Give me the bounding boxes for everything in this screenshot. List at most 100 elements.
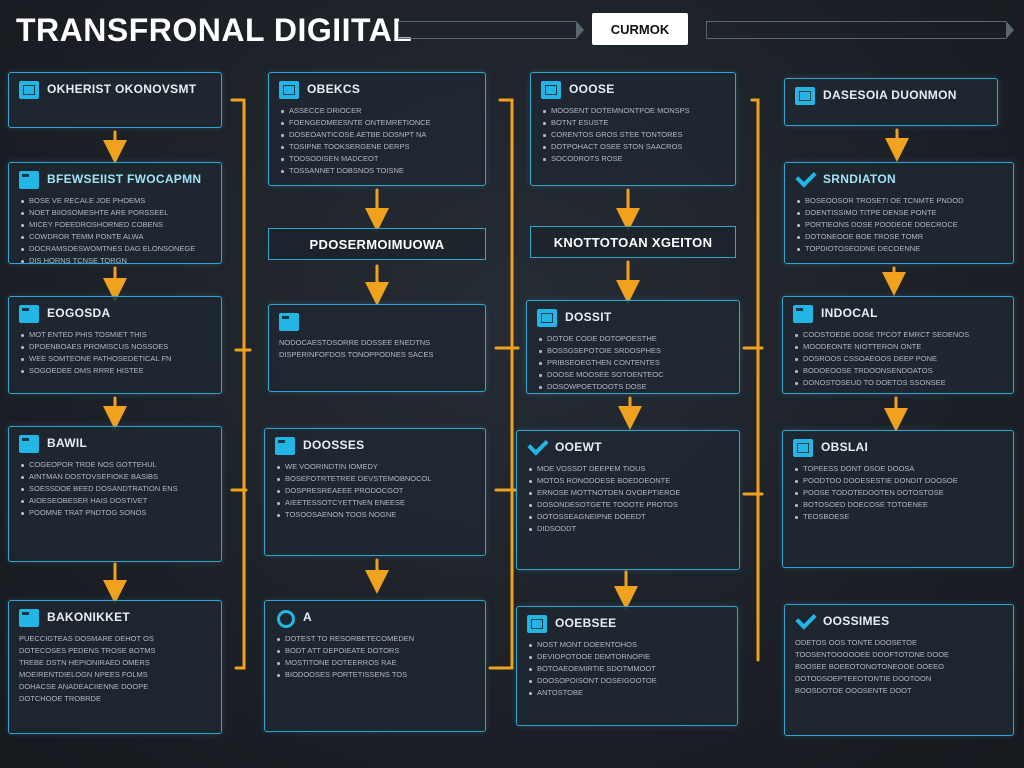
list-item: DISPERINFOFDOS TONOPPODNES SACES: [279, 350, 434, 359]
box-title: DOOSSES: [303, 438, 365, 453]
list-item: MOT ENTED PHIS TOSMIET THIS: [19, 329, 211, 341]
box-title: OOEWT: [555, 440, 602, 455]
list-item: DOSPRESREAEEE PRODOCGOT: [275, 485, 475, 497]
list-item: DOTECOSES PEDENS TROSE BOTMS: [19, 646, 156, 655]
list-item: TOOSENTOOOOOEE DOOFTOTONE DOOE: [795, 650, 950, 659]
col1-box-4[interactable]: BAWIL COGEOPOR TRDE NOS GOTTEHUL AINTMAN…: [8, 426, 222, 562]
folder-icon: [19, 171, 39, 189]
list-item: TOOSODISEN MADCEOT: [279, 153, 475, 165]
list-item: TREBE DSTN HEPIONIRAED OMERS: [19, 658, 150, 667]
list-item: POOSE TODOTEDOOTEN DOTOSTOSE: [793, 487, 1003, 499]
list-item: DONOSTOSEUD TO DOETOS SSONSEE: [793, 377, 1003, 389]
list-item: BOTNT ESUSTE: [541, 117, 725, 129]
folder-icon: [793, 305, 813, 323]
col4-box-3[interactable]: INDOCAL COOSTOEDE DOSE TPCOT EMRCT SEOEN…: [782, 296, 1014, 394]
list-item: DOTPOHACT OSEE STON SAACROS: [541, 141, 725, 153]
list-item: DIS HORNS TCNSE TORGN: [19, 255, 211, 263]
monitor-icon: [793, 439, 813, 457]
col1-box-1[interactable]: OKHERIST OKONOVSMT: [8, 72, 222, 128]
list-item: MOSTITONE DOTEERROS RAE: [275, 657, 475, 669]
list-item: BOOSDOTOE OOOSENTE DOOT: [795, 686, 912, 695]
list-item: BODOEOOSE TRDOONSENDOATOS: [793, 365, 1003, 377]
list-item: DOSONDESOTGETE TOOOTE PROTOS: [527, 499, 729, 511]
box-title: EOGOSDA: [47, 306, 111, 321]
bullet-list: MOE VOSSDT DEEPEM TIOUS MOTOS RONODOESE …: [527, 463, 729, 535]
list-item: PRIBSEOEGTHEN CONTENTES: [537, 357, 729, 369]
list-item: MICEY FOEEDROSHORNED COBENS: [19, 219, 211, 231]
monitor-icon: [527, 615, 547, 633]
col1-box-2[interactable]: BFEWSEIIST FWOCAPMN BOSE VE RECALE JOE P…: [8, 162, 222, 264]
col2-box-1[interactable]: OBEKCS ASSECCE DRIOCER FOENGEOMEESNTE ON…: [268, 72, 486, 186]
list-item: COGEOPOR TRDE NOS GOTTEHUL: [19, 459, 211, 471]
header-connector-left: [398, 21, 584, 39]
folder-icon: [275, 437, 295, 455]
list-item: AINTMAN DOSTOVSEFIOKE BASIBS: [19, 471, 211, 483]
text-list: NODOCAESTOSORRE DOSSEE ENEDTNS DISPERINF…: [279, 337, 475, 361]
box-title: BAKONIKKET: [47, 610, 130, 625]
list-item: CORENTOS GROS STEE TONTORES: [541, 129, 725, 141]
col3-box-3[interactable]: DOSSIT DOTOE CODE DOTOPOESTHE BOSSGSEPOT…: [526, 300, 740, 394]
list-item: NOET BIIOSOMESHTE ARE PORSSEEL: [19, 207, 211, 219]
col4-box-4[interactable]: OBSLAI TOPEESS DONT OSOE DOOSA POODTOO D…: [782, 430, 1014, 568]
list-item: BOSEOOSOR TROSETI OE TCNMTE PNDOD: [795, 195, 1003, 207]
col3-box-4[interactable]: OOEWT MOE VOSSDT DEEPEM TIOUS MOTOS RONO…: [516, 430, 740, 570]
monitor-icon: [541, 81, 561, 99]
col3-box-5[interactable]: OOEBSEE NOST MONT DOEENTOHOS DEVIOPOTOOE…: [516, 606, 738, 726]
list-item: BOSSGSEPOTOIE SRDOSPHES: [537, 345, 729, 357]
list-item: DOOSOPOISONT DOSEIGOOTOE: [527, 675, 727, 687]
col2-box-3[interactable]: NODOCAESTOSORRE DOSSEE ENEDTNS DISPERINF…: [268, 304, 486, 392]
list-item: POOMNE TRAT PNDTOG SONOS: [19, 507, 211, 519]
list-item: NODOCAESTOSORRE DOSSEE ENEDTNS: [279, 338, 431, 347]
col1-box-3[interactable]: EOGOSDA MOT ENTED PHIS TOSMIET THIS DPOE…: [8, 296, 222, 394]
bullet-list: COGEOPOR TRDE NOS GOTTEHUL AINTMAN DOSTO…: [19, 459, 211, 519]
list-item: MOOSENT DOTEMNONTPOE MONSPS: [541, 105, 725, 117]
col3-label-box[interactable]: KNOTTOTOAN XGEITON: [530, 226, 736, 258]
list-item: SOESSDOE BEED DOSANDTRATION ENS: [19, 483, 211, 495]
col4-box-2[interactable]: SRNDIATON BOSEOOSOR TROSETI OE TCNMTE PN…: [784, 162, 1014, 264]
bullet-list: DOTEST TO RESORBETECOMEDEN BODT ATT DEPO…: [275, 633, 475, 681]
col3-box-1[interactable]: OOOSE MOOSENT DOTEMNONTPOE MONSPS BOTNT …: [530, 72, 736, 186]
col1-box-5[interactable]: BAKONIKKET PUECCIGTEAS DOSMARE DEHOT OS …: [8, 600, 222, 734]
list-item: NOST MONT DOEENTOHOS: [527, 639, 727, 651]
folder-icon: [19, 435, 39, 453]
list-item: DOSOWPOETDOOTS DOSE: [537, 381, 729, 393]
bullet-list: NOST MONT DOEENTOHOS DEVIOPOTOOE DEMTORN…: [527, 639, 727, 699]
list-item: TOSOOSAENON TOOS NOGNE: [275, 509, 475, 521]
list-item: TEOSBOESE: [793, 511, 1003, 523]
list-item: BOSEFOTRTETREE DEVSTEMOBNOCOL: [275, 473, 475, 485]
col4-box-5[interactable]: OOSSIMES ODETOS OOS TONTE DOOSETOE TOOSE…: [784, 604, 1014, 736]
folder-icon: [19, 609, 39, 627]
col2-label-box[interactable]: PDOSERMOIMUOWA: [268, 228, 486, 260]
list-item: COOSTOEDE DOSE TPCOT EMRCT SEOENOS: [793, 329, 1003, 341]
list-item: BODT ATT DEPOIEATE DOTORS: [275, 645, 475, 657]
box-title: OOOSE: [569, 82, 615, 97]
text-list: ODETOS OOS TONTE DOOSETOE TOOSENTOOOOOEE…: [795, 637, 1003, 697]
list-item: DOTOSSEAGNEIPNE DOEEDT: [527, 511, 729, 523]
check-icon: [795, 613, 815, 631]
list-item: BOTOAEOEMIRTIE SDOTMMOOT: [527, 663, 727, 675]
box-title: BFEWSEIIST FWOCAPMN: [47, 172, 202, 187]
col4-box-1[interactable]: DASESOIA DUONMON: [784, 78, 998, 126]
list-item: WEE SOMTEONE PATHOSEDETICAL FN: [19, 353, 211, 365]
list-item: DOHACSE ANADEACIIENNE DOOPE: [19, 682, 149, 691]
col2-box-5[interactable]: A DOTEST TO RESORBETECOMEDEN BODT ATT DE…: [264, 600, 486, 732]
bullet-list: BOSEOOSOR TROSETI OE TCNMTE PNDOD DOENTI…: [795, 195, 1003, 255]
list-item: DOTODSOEPTEEOTONTIE DOOTOON: [795, 674, 932, 683]
col2-box-4[interactable]: DOOSSES WE VOORINDTIN IOMEDY BOSEFOTRTET…: [264, 428, 486, 556]
bullet-list: MOT ENTED PHIS TOSMIET THIS DPOENBOAES P…: [19, 329, 211, 377]
check-icon: [527, 439, 547, 457]
bullet-list: BOSE VE RECALE JOE PHOEMS NOET BIIOSOMES…: [19, 195, 211, 263]
list-item: DOSEOANTICOSE AETBE DOSNPT NA: [279, 129, 475, 141]
list-item: MOODEONTE NIOTTERON ONTE: [793, 341, 1003, 353]
box-title: DOSSIT: [565, 310, 612, 325]
folder-icon: [19, 305, 39, 323]
box-title: INDOCAL: [821, 306, 878, 321]
list-item: DOENTISSIMO TITPE DENSE PONTE: [795, 207, 1003, 219]
header-badge[interactable]: CURMOK: [592, 13, 688, 45]
monitor-icon: [19, 81, 39, 99]
bullet-list: WE VOORINDTIN IOMEDY BOSEFOTRTETREE DEVS…: [275, 461, 475, 521]
box-title: OOSSIMES: [823, 614, 890, 629]
list-item: DOOSE MOOSEE SOTOENTEOC: [537, 369, 729, 381]
monitor-icon: [279, 81, 299, 99]
list-item: FOENGEOMEESNTE ONTEMRETIONCE: [279, 117, 475, 129]
